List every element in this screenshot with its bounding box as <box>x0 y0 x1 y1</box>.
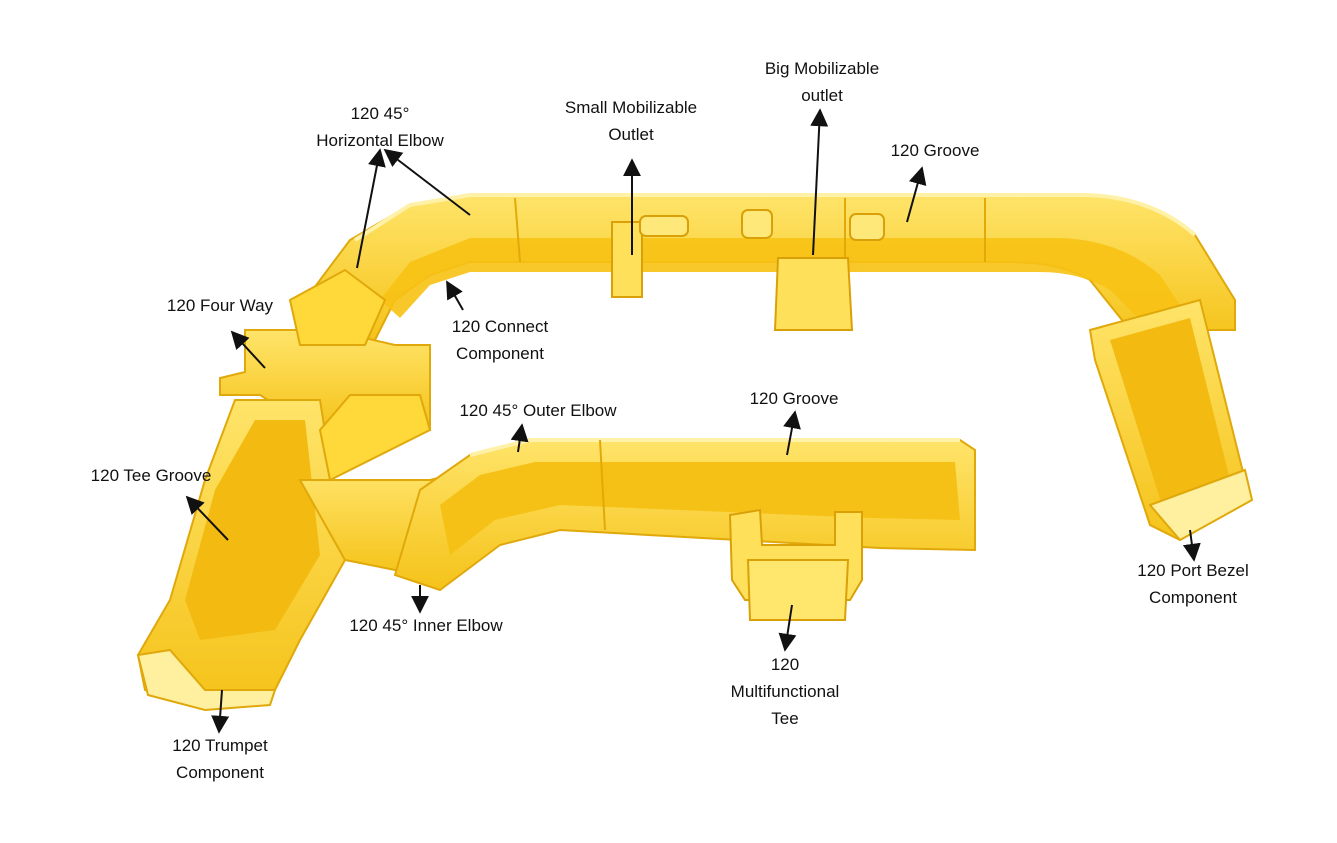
label-groove-top: 120 Groove <box>875 137 995 164</box>
label-line: 120 Four Way <box>166 296 274 315</box>
label-line: 120 Groove <box>749 389 839 408</box>
label-tee-groove: 120 Tee Groove <box>74 462 228 489</box>
arrow-four-way <box>230 330 266 369</box>
label-horizontal-elbow: 120 45° Horizontal Elbow <box>300 100 460 154</box>
label-line: 120 Trumpet <box>172 736 268 755</box>
label-groove-mid: 120 Groove <box>734 385 854 412</box>
label-connect-component: 120 Connect Component <box>432 313 568 367</box>
label-line: 120 45° <box>350 104 410 123</box>
label-multifunctional-tee: 120 Multifunctional Tee <box>706 651 864 732</box>
label-line: Tee <box>771 709 799 728</box>
upper-tray-run <box>303 193 1236 341</box>
arrow-multifunctional-tee <box>778 604 797 652</box>
annotation-arrows <box>185 108 1201 734</box>
label-four-way: 120 Four Way <box>150 292 290 319</box>
label-line: Component <box>456 344 544 363</box>
lower-tray-run <box>393 438 976 621</box>
label-line: Component <box>1149 588 1237 607</box>
label-line: 120 45° Outer Elbow <box>459 401 617 420</box>
label-line: Small Mobilizable <box>564 98 698 117</box>
label-trumpet: 120 Trumpet Component <box>150 732 290 786</box>
label-outer-elbow: 120 45° Outer Elbow <box>438 397 638 424</box>
small-outlet-part <box>611 215 689 298</box>
label-line: 120 Groove <box>890 141 980 160</box>
label-line: Outlet <box>608 125 654 144</box>
label-inner-elbow: 120 45° Inner Elbow <box>328 612 524 639</box>
left-tray-structure <box>136 268 471 712</box>
arrow-tee-groove <box>185 495 229 541</box>
label-big-outlet: Big Mobilizable outlet <box>748 55 896 109</box>
arrow-trumpet <box>211 689 230 734</box>
big-outlet-part <box>741 209 885 331</box>
arrow-horizontal-elbow-right <box>383 148 471 216</box>
label-small-outlet: Small Mobilizable Outlet <box>545 94 717 148</box>
arrow-port-bezel <box>1182 529 1201 562</box>
label-line: Multifunctional <box>730 682 840 701</box>
label-line: Horizontal Elbow <box>316 131 444 150</box>
arrow-horizontal-elbow-left <box>356 148 386 269</box>
arrow-groove-mid <box>783 410 801 456</box>
right-tray-leg <box>1088 298 1254 542</box>
label-line: Big Mobilizable <box>764 59 880 78</box>
label-line: outlet <box>801 86 843 105</box>
label-line: 120 45° Inner Elbow <box>349 616 503 635</box>
label-line: Component <box>176 763 264 782</box>
label-port-bezel: 120 Port Bezel Component <box>1118 557 1268 611</box>
arrow-outer-elbow <box>510 423 529 453</box>
label-line: 120 Port Bezel <box>1137 561 1249 580</box>
label-line: 120 Tee Groove <box>90 466 212 485</box>
label-line: 120 <box>770 655 800 674</box>
label-line: 120 Connect <box>451 317 549 336</box>
arrow-groove-top <box>906 166 927 223</box>
arrow-connect-component <box>446 280 464 311</box>
arrow-big-outlet <box>810 108 829 256</box>
